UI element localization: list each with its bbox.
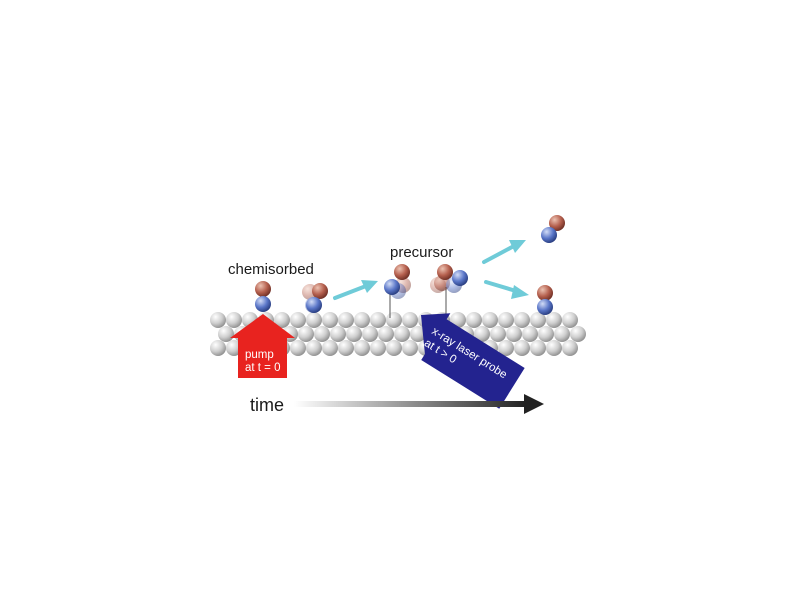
surface-atom [210, 312, 226, 328]
surface-atom [386, 340, 402, 356]
surface-atom [498, 312, 514, 328]
carbon-atom [452, 270, 468, 286]
excited-molecule [302, 283, 328, 313]
surface-atom [370, 312, 386, 328]
transition-arrow-up [482, 240, 526, 264]
surface-atom [314, 326, 330, 342]
surface-atom [498, 340, 514, 356]
time-arrow [294, 394, 544, 414]
surface-atom [410, 326, 426, 342]
surface-atom [274, 312, 290, 328]
surface-atom [546, 340, 562, 356]
pump-arrow: pump at t = 0 [230, 314, 295, 378]
surface-atom [218, 326, 234, 342]
oxygen-atom [394, 264, 410, 280]
oxygen-atom [549, 215, 565, 231]
surface-atom [322, 340, 338, 356]
surface-atom [210, 340, 226, 356]
time-label: time [250, 395, 284, 415]
surface-atom [226, 312, 242, 328]
surface-atom [562, 340, 578, 356]
surface-atom [466, 312, 482, 328]
surface-atom [378, 326, 394, 342]
surface-atom [538, 326, 554, 342]
surface-atom [402, 340, 418, 356]
surface-atom [306, 312, 322, 328]
surface-atom [562, 312, 578, 328]
surface-atom [402, 312, 418, 328]
surface-atom [330, 326, 346, 342]
carbon-atom [537, 299, 553, 315]
surface-atom [570, 326, 586, 342]
carbon-atom [384, 279, 400, 295]
oxygen-atom [255, 281, 271, 297]
precursor-molecule-2 [430, 264, 468, 316]
readsorbed-molecule [537, 285, 553, 315]
surface-atom [338, 312, 354, 328]
surface-atom [522, 326, 538, 342]
carbon-atom [541, 227, 557, 243]
surface-atom [290, 340, 306, 356]
oxygen-atom [537, 285, 553, 301]
desorbed-molecule [541, 215, 565, 243]
oxygen-atom [437, 264, 453, 280]
transition-arrow-1 [333, 280, 378, 300]
surface-atom [474, 326, 490, 342]
pump-arrow-shape [230, 314, 295, 378]
surface-atom [290, 312, 306, 328]
probe-arrow-shape [421, 313, 525, 409]
surface-atom [354, 312, 370, 328]
carbon-atom [255, 296, 271, 312]
chemisorbed-label: chemisorbed [228, 261, 314, 278]
transition-arrow-down [484, 280, 529, 299]
surface-atom [530, 340, 546, 356]
surface-atom [554, 326, 570, 342]
surface-atom [386, 312, 402, 328]
surface-atom [362, 326, 378, 342]
surface-atom [514, 312, 530, 328]
carbon-atom [306, 297, 322, 313]
pump-label-line2: at t = 0 [245, 362, 280, 374]
surface-atom [306, 340, 322, 356]
pump-label-line1: pump [245, 349, 274, 361]
surface-atom [482, 312, 498, 328]
surface-atom [338, 340, 354, 356]
surface-atom [370, 340, 386, 356]
precursor-label: precursor [390, 244, 453, 261]
surface-atom [354, 340, 370, 356]
surface-atom [530, 312, 546, 328]
surface-atom [514, 340, 530, 356]
surface-atom [546, 312, 562, 328]
surface-atom [346, 326, 362, 342]
surface-atom [394, 326, 410, 342]
oxygen-atom [312, 283, 328, 299]
precursor-molecule-1 [384, 264, 411, 318]
chemisorbed-molecule [255, 281, 271, 312]
surface-atom [322, 312, 338, 328]
surface-atom [298, 326, 314, 342]
surface-atom [490, 326, 506, 342]
surface-atom [506, 326, 522, 342]
